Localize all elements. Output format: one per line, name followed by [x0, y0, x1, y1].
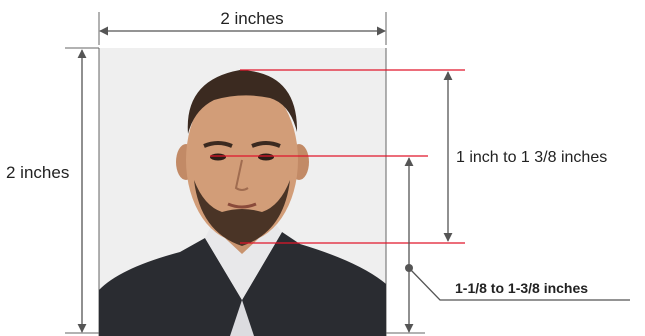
top-width-label: 2 inches — [220, 9, 283, 28]
person-photo — [99, 70, 386, 336]
jacket — [99, 232, 386, 336]
mouth — [227, 202, 257, 209]
guide-lines — [210, 69, 465, 244]
dimension-lines — [65, 12, 630, 334]
right-eye — [258, 153, 274, 161]
left-height-label: 2 inches — [6, 163, 69, 182]
eye-height-label: 1-1/8 to 1-3/8 inches — [455, 280, 588, 296]
shirt — [205, 222, 282, 300]
beard — [194, 180, 290, 246]
eye-height-callout-leader — [408, 267, 630, 301]
head-height-label: 1 inch to 1 3/8 inches — [456, 149, 607, 166]
hair — [187, 70, 298, 134]
left-eye — [210, 153, 226, 161]
